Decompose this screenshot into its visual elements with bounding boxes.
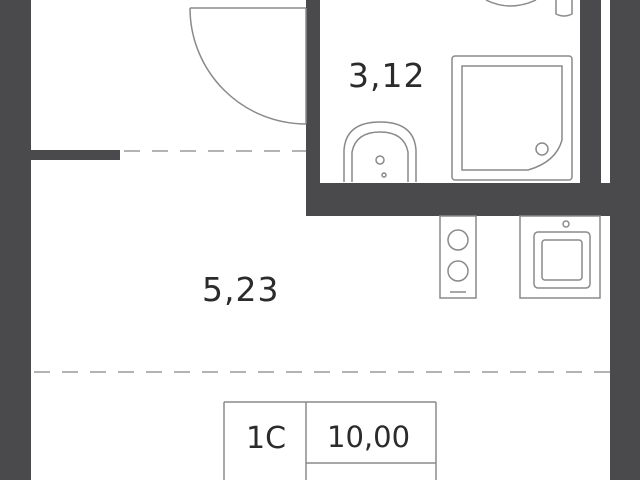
- dividers: [34, 150, 610, 373]
- wall-bath-bottom: [306, 183, 610, 216]
- apartment-type: 1С: [246, 421, 287, 456]
- room-area-bathroom: 3,12: [348, 56, 426, 95]
- room-area-living: 5,23: [202, 270, 280, 309]
- total-area: 10,00: [327, 420, 411, 454]
- wall-top-stub: [306, 0, 320, 8]
- summary-table: [223, 401, 437, 480]
- toilet: [485, 0, 573, 17]
- wall-right-edge: [636, 258, 640, 268]
- wall-bath-right: [580, 0, 601, 216]
- wall-right: [610, 0, 640, 480]
- wall-left-stub: [31, 150, 120, 160]
- stove: [439, 215, 477, 299]
- kitchen-sink: [519, 215, 601, 299]
- wall-bath-left: [306, 8, 320, 216]
- shower-tray: [451, 55, 573, 181]
- door-swing: [189, 7, 307, 125]
- bath-sink: [343, 121, 417, 182]
- wall-left: [0, 0, 31, 480]
